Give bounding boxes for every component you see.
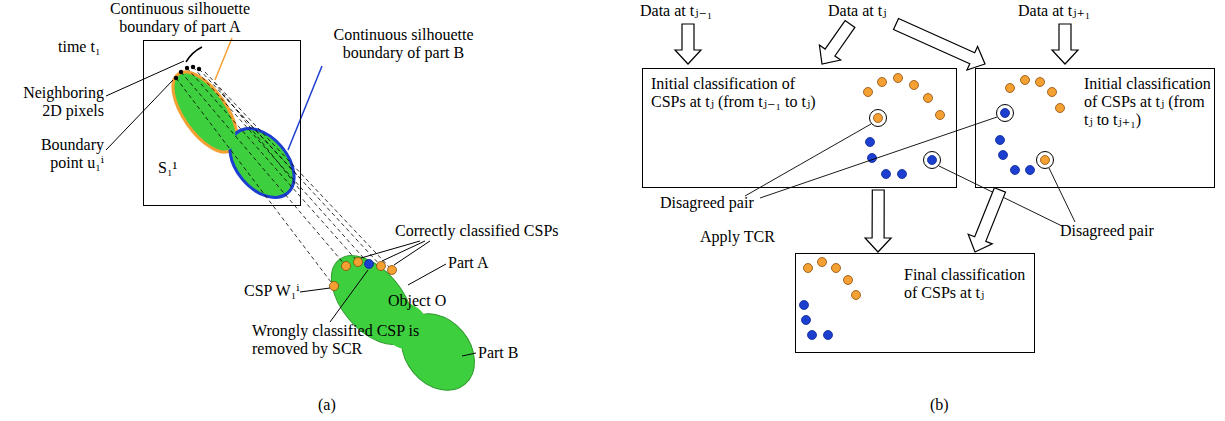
label: Continuous silhouette boundary of part B	[316, 26, 491, 62]
label: Correctly classified CSPs	[395, 222, 559, 240]
label: time t₁	[58, 38, 100, 56]
data-arrow	[894, 19, 986, 71]
data-arrow	[819, 21, 855, 64]
label: Part B	[478, 344, 518, 362]
classification-box: Initial classification of CSPs at tⱼ (fr…	[642, 68, 957, 188]
silhouette	[163, 64, 305, 208]
classification-box: Final classification of CSPs at tⱼ	[795, 253, 1035, 353]
box-text: Final classification of CSPs at tⱼ	[904, 266, 1032, 302]
label: CSP W₁ⁱ	[244, 282, 299, 300]
label: Neighboring 2D pixels	[6, 84, 104, 120]
flow-arrow	[968, 188, 1005, 252]
pixel-dots	[174, 65, 201, 80]
data-arrow	[1052, 24, 1078, 64]
label: Data at tⱼ₊₁	[1018, 2, 1090, 20]
projection-lines	[176, 67, 392, 286]
image-plane-box: S₁¹	[143, 40, 301, 206]
label: Data at tⱼ₋₁	[640, 2, 712, 20]
label: Data at tⱼ	[828, 2, 886, 20]
leader-line	[215, 38, 232, 80]
bracket	[186, 47, 202, 62]
leader-lines	[106, 61, 476, 356]
label: Wrongly classified CSP is removed by SCR	[252, 322, 430, 358]
csp-dots	[800, 74, 1065, 340]
data-arrow	[675, 24, 701, 64]
label: Object O	[388, 292, 446, 310]
label: Part A	[448, 254, 488, 272]
label: Boundary point u₁ⁱ	[6, 136, 104, 172]
leader-lines	[745, 117, 1075, 226]
box-text: Initial classification of CSPs at tⱼ (fr…	[651, 75, 819, 111]
leader-line	[288, 66, 322, 150]
box-text: S₁¹	[158, 159, 198, 177]
box-text: Initial classification of CSPs at tⱼ (fr…	[1084, 75, 1212, 129]
label: Continuous silhouette boundary of part A	[95, 0, 265, 36]
classification-box: Initial classification of CSPs at tⱼ (fr…	[975, 68, 1215, 188]
label: Disagreed pair	[660, 194, 754, 212]
csp-dots	[330, 258, 397, 291]
label: (a)	[318, 396, 336, 414]
label: Disagreed pair	[1060, 222, 1154, 240]
label: Apply TCR	[700, 228, 775, 246]
label: (b)	[930, 396, 949, 414]
flow-arrow	[865, 190, 891, 252]
